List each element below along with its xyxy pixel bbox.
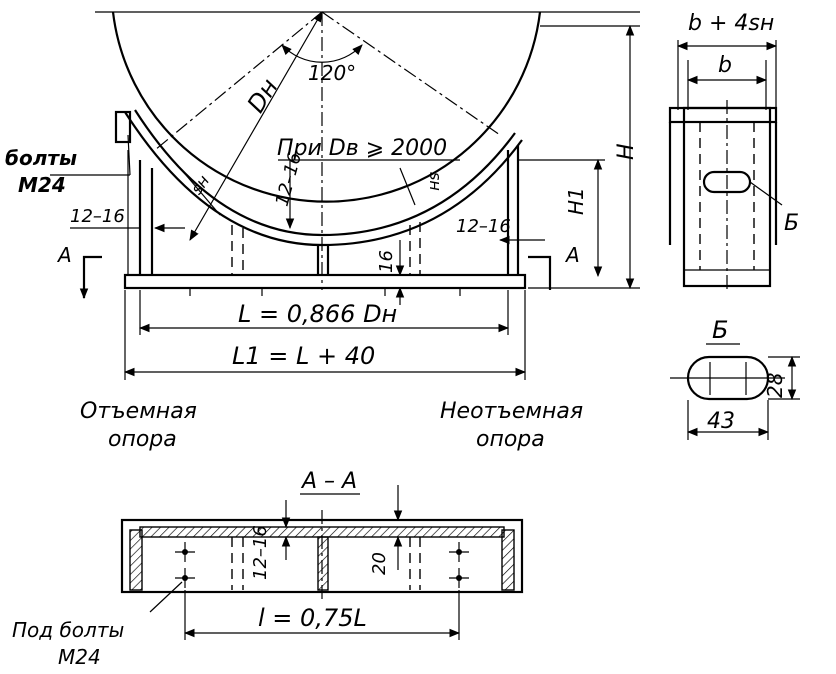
section-marker-right: А: [564, 243, 580, 267]
bolt-hole: [175, 542, 195, 562]
detail-mark: Б: [784, 211, 799, 236]
side-b4sn-label: b + 4sн: [688, 11, 774, 36]
gap-right-label: 12–16: [456, 216, 511, 237]
dim-20-label: 20: [369, 552, 390, 575]
sn-right-label: sн: [426, 172, 445, 191]
pipe-outline: [111, 11, 542, 203]
angle-line-right: [321, 11, 501, 136]
dim-43-label: 43: [707, 409, 735, 434]
fixed-caption-2: опора: [476, 427, 545, 452]
gap-left-label: 12–16: [70, 206, 125, 227]
bolt-hole: [175, 568, 195, 588]
section-title: А – А: [300, 469, 357, 494]
l1-formula-label: L1 = L + 40: [232, 342, 375, 370]
side-b-label: b: [718, 53, 732, 78]
section-center-rib: [317, 536, 329, 591]
dn-label: Dн: [242, 74, 284, 118]
side-top-plate: [668, 106, 778, 124]
section-right-wall: [501, 529, 515, 591]
bolt-lug: [114, 110, 132, 144]
base-plate: [123, 273, 527, 290]
section-aa: А – А 12–16 20 l = 0,75L: [12, 469, 524, 669]
section-marker-right-line: [528, 255, 552, 290]
saddle-plate-outer: [124, 111, 523, 247]
angle-line-left: [154, 11, 323, 151]
l-formula-label: L = 0,866 Dн: [238, 300, 397, 328]
dn-dim-line: [189, 11, 323, 241]
h-label: H: [614, 143, 639, 160]
section-left-wall: [129, 529, 143, 591]
bolt-hole: [449, 542, 469, 562]
under-bolts-label: Под болты: [12, 618, 124, 642]
dim-28-label: 28: [763, 373, 787, 398]
angle-label: 120°: [308, 61, 356, 85]
section-marker-left: А: [56, 243, 72, 267]
bolts-size-label: М24: [18, 173, 66, 197]
section-gap-label: 12–16: [250, 525, 271, 580]
detail-title: Б: [712, 316, 728, 344]
dim-16-label: 16: [376, 250, 397, 273]
detail-b: Б 43 28: [670, 316, 800, 440]
under-bolts-size: М24: [58, 645, 101, 669]
fixed-caption: Неотъемная: [440, 399, 583, 424]
section-marker-left-line: [82, 255, 102, 298]
h1-label: H1: [564, 187, 588, 215]
front-view: 120° Dн При Dв ⩾ 2000 sн sн 12–16 12–16 …: [5, 11, 640, 452]
removable-caption: Отъемная: [80, 399, 197, 424]
removable-caption-2: опора: [108, 427, 177, 452]
small-l-label: l = 0,75L: [258, 604, 367, 632]
bolts-label: болты: [5, 146, 77, 170]
bolt-hole: [449, 568, 469, 588]
pri-db-label: При Dв ⩾ 2000: [277, 136, 447, 161]
side-view: b + 4sн b Б: [668, 11, 799, 290]
